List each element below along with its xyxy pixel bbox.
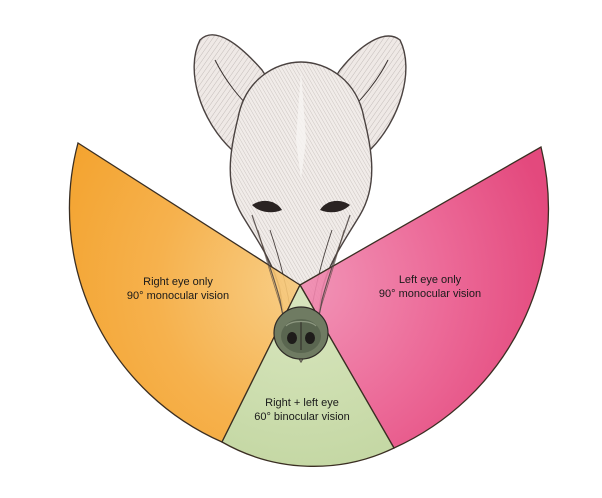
binocular-description: 60° binocular vision xyxy=(254,411,350,423)
dog-head-illustration xyxy=(193,34,407,364)
right-eye-description: 90° monocular vision xyxy=(126,290,230,302)
binocular-zone-label: Right + left eye 60° binocular vision xyxy=(232,396,372,424)
binocular-title: Right + left eye xyxy=(265,397,339,409)
dog-muzzle xyxy=(251,214,351,364)
left-eye-description: 90° monocular vision xyxy=(378,288,482,300)
right-eye-zone-label: Right eye only 90° monocular vision xyxy=(108,275,248,303)
nose-icon xyxy=(273,306,329,360)
zone-binocular-wedge xyxy=(221,283,395,467)
right-eye-title: Right eye only xyxy=(143,276,213,288)
zone-right-eye-wedge xyxy=(68,141,301,443)
dog-left-eye xyxy=(252,200,282,213)
left-eye-zone-label: Left eye only 90° monocular vision xyxy=(360,273,500,301)
dog-right-eye xyxy=(320,200,350,213)
zone-left-eye-wedge xyxy=(299,146,550,449)
left-eye-title: Left eye only xyxy=(398,274,462,286)
